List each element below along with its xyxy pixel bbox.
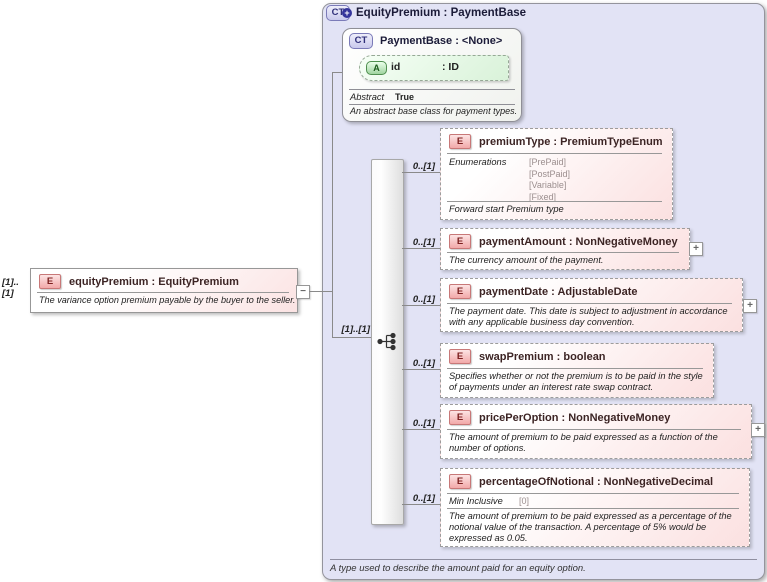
child-cardinality: 0..[1] [412,358,435,369]
element-paymentDate[interactable]: E paymentDate : AdjustableDate The payme… [440,278,743,332]
expand-toggle[interactable]: + [743,299,757,313]
separator [37,292,289,293]
complex-type-extension-icon: CT + [326,5,356,21]
expand-toggle[interactable]: + [689,242,703,256]
enumeration-values: [PrePaid] [PostPaid] [Variable] [Fixed] [529,157,570,203]
compositor-cardinality: [1]..[1] [341,324,371,335]
connector-line [402,248,440,249]
connector-line [309,291,333,292]
child-cardinality: 0..[1] [412,237,435,248]
element-premiumType[interactable]: E premiumType : PremiumTypeEnum Enumerat… [440,128,673,220]
element-label: paymentAmount : NonNegativeMoney [479,235,678,248]
connector-line [402,172,440,173]
element-label: pricePerOption : NonNegativeMoney [479,411,671,424]
separator [447,252,679,253]
element-description: Specifies whether or not the premium is … [449,371,703,392]
element-pricePerOption[interactable]: E pricePerOption : NonNegativeMoney The … [440,404,752,459]
separator [447,201,662,202]
separator [447,508,739,509]
separator [349,89,515,90]
child-cardinality: 0..[1] [412,418,435,429]
connector-line [332,72,333,338]
element-label: percentageOfNotional : NonNegativeDecima… [479,475,714,488]
abstract-facet-value: True [395,92,415,102]
enumerations-label: Enumerations [449,157,507,167]
min-inclusive-value: [0] [519,496,530,506]
complex-type-title: EquityPremium : PaymentBase [356,7,527,19]
separator [447,429,741,430]
attribute-badge-icon: A [366,61,387,75]
element-description: The amount of premium to be paid express… [449,511,732,543]
child-cardinality: 0..[1] [412,493,435,504]
element-description: The payment date. This date is subject t… [449,306,728,327]
separator [447,153,662,154]
element-badge-icon: E [449,349,471,364]
base-type-box[interactable]: CT PaymentBase : <None> A id : ID Abstra… [342,28,522,122]
expand-toggle[interactable]: + [751,423,765,437]
separator [349,104,515,105]
element-header: E swapPremium : boolean [449,349,606,364]
base-type-title: PaymentBase : <None> [380,35,503,47]
connector-line [402,429,440,430]
connector-line [402,504,440,505]
element-header: E paymentDate : AdjustableDate [449,284,638,299]
child-cardinality: 0..[1] [412,161,435,172]
source-element-cardinality: [1]..[1] [2,277,19,299]
element-percentageOfNotional[interactable]: E percentageOfNotional : NonNegativeDeci… [440,468,750,547]
element-header: E pricePerOption : NonNegativeMoney [449,410,670,425]
ct-badge: CT [349,33,373,49]
child-cardinality: 0..[1] [412,294,435,305]
attribute-id[interactable]: A id : ID [359,55,509,81]
separator [330,559,757,560]
element-badge-icon: E [449,474,471,489]
base-type-header: CT PaymentBase : <None> [349,33,502,49]
enumeration-value: [Fixed] [529,191,557,202]
connector-line [332,72,342,73]
element-swapPremium[interactable]: E swapPremium : boolean Specifies whethe… [440,343,714,398]
element-badge-icon: E [449,134,471,149]
element-paymentAmount[interactable]: E paymentAmount : NonNegativeMoney The c… [440,228,690,270]
abstract-facet-label: Abstract [350,92,385,102]
element-badge-icon: E [449,234,471,249]
element-label: swapPremium : boolean [479,350,606,363]
element-label: paymentDate : AdjustableDate [479,285,638,298]
connector-line [402,305,440,306]
source-element-description: The variance option premium payable by t… [39,295,296,305]
connector-line [332,337,371,338]
collapse-toggle[interactable]: − [296,285,310,299]
enumeration-value: [PostPaid] [529,168,571,179]
source-element-header: E equityPremium : EquityPremium [39,274,239,289]
min-inclusive-label: Min Inclusive [449,496,503,506]
connector-line [402,369,440,370]
element-label: premiumType : PremiumTypeEnum [479,135,663,148]
element-description: The currency amount of the payment. [449,255,604,265]
element-description: Forward start Premium type [449,204,564,214]
separator [447,303,732,304]
base-type-description: An abstract base class for payment types… [350,106,518,116]
element-description: The amount of premium to be paid express… [449,432,718,453]
separator [447,368,703,369]
element-badge-icon: E [449,410,471,425]
attribute-type: : ID [442,61,459,73]
enumeration-value: [Variable] [529,180,567,190]
element-header: E paymentAmount : NonNegativeMoney [449,234,678,249]
sequence-icon [377,332,396,351]
element-badge-icon: E [39,274,61,289]
extension-plus-icon: + [342,7,352,18]
source-element-label: equityPremium : EquityPremium [69,275,239,288]
element-header: E premiumType : PremiumTypeEnum [449,134,663,149]
enumeration-value: [PrePaid] [529,157,567,167]
type-annotation: A type used to describe the amount paid … [330,563,586,574]
element-header: E percentageOfNotional : NonNegativeDeci… [449,474,713,489]
attribute-name: id [391,61,401,73]
element-badge-icon: E [449,284,471,299]
separator [447,493,739,494]
sequence-compositor[interactable] [371,159,404,525]
source-element-box[interactable]: E equityPremium : EquityPremium The vari… [30,268,298,313]
